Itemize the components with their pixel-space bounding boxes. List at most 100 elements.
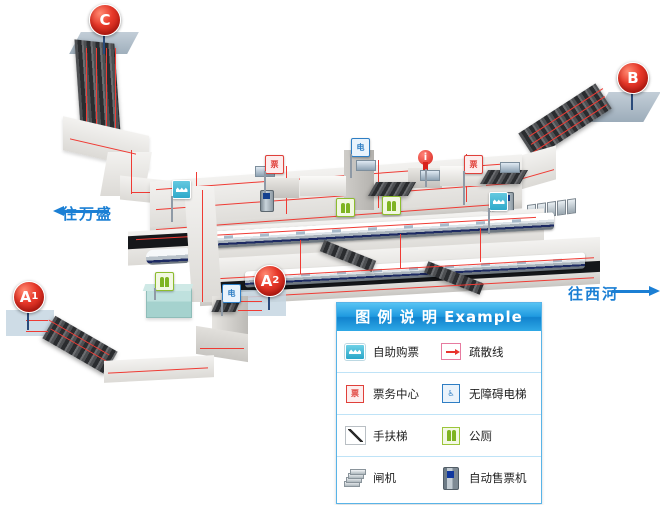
- ticket-vending-machine-icon: [439, 466, 463, 490]
- legend-row: 自助购票 疏散线: [337, 331, 541, 373]
- legend-panel: 图 例 说 明 Example 自助购票 疏散线 票 票务中心 ♿ 无障碍电梯: [336, 302, 542, 504]
- direction-label-west: 往万盛: [62, 205, 114, 223]
- info-icon: i: [418, 150, 433, 165]
- evac-arrow-a1-in-2: [26, 331, 48, 332]
- sign-post: [488, 208, 490, 234]
- evac-line-c-4: [115, 48, 116, 146]
- sign-post: [154, 288, 156, 300]
- toilet-icon: [155, 272, 174, 291]
- evac-arrow-a1-in-1: [26, 320, 48, 321]
- station-kiosk: [146, 288, 192, 318]
- arrow-left-icon: [53, 206, 109, 216]
- evac-arrow-a2-2: [238, 310, 262, 311]
- self-ticket-icon: [343, 341, 367, 363]
- accessible-elevator-icon: ♿: [439, 383, 463, 405]
- wayfinding-board-3: [420, 170, 440, 181]
- exit-marker-a1-sub: 1: [31, 291, 39, 302]
- evac-arrow-a2-1: [238, 301, 262, 302]
- info-icon-stand: [423, 162, 428, 170]
- ticket-office-icon: 票: [464, 155, 483, 174]
- exit-marker-a2-label: A: [260, 272, 273, 290]
- ticket-vending-machine-west[interactable]: [260, 190, 274, 212]
- sign-post: [350, 154, 352, 178]
- wayfinding-board-4: [500, 162, 520, 173]
- exit-marker-b[interactable]: B: [617, 62, 649, 94]
- legend-label: 公厕: [469, 428, 492, 443]
- exit-marker-b-label: B: [627, 69, 639, 87]
- train-window: [332, 229, 341, 233]
- legend-row: 手扶梯 公厕: [337, 415, 541, 457]
- legend-label: 手扶梯: [373, 428, 408, 443]
- evac-line-a2-corridor: [200, 348, 244, 349]
- legend-item-accessible-elevator[interactable]: ♿ 无障碍电梯: [439, 383, 535, 405]
- exit-marker-c[interactable]: C: [89, 4, 121, 36]
- legend-item-evacuation-line[interactable]: 疏散线: [439, 341, 535, 363]
- wayfinding-board-2: [356, 160, 376, 171]
- legend-row: 票 票务中心 ♿ 无障碍电梯: [337, 373, 541, 415]
- exit-marker-a2-sub: 2: [272, 275, 280, 286]
- fare-gate: [557, 199, 566, 216]
- escalator-to-platform-center: [367, 182, 417, 196]
- exit-marker-c-label: C: [99, 11, 111, 29]
- exit-b-marker-stem: [631, 84, 633, 110]
- train-window: [368, 227, 377, 231]
- evac-line-c-corridor-b: [131, 150, 132, 194]
- elevator-icon: 电: [351, 138, 370, 157]
- legend-item-ticket-vending-machine[interactable]: 自动售票机: [439, 466, 535, 490]
- toilet-icon: [382, 196, 401, 215]
- exit-marker-a1-label: A: [19, 288, 32, 306]
- evac-line-platform-v3: [480, 228, 481, 262]
- train-window: [440, 223, 449, 227]
- legend-item-fare-gate[interactable]: 闸机: [343, 467, 439, 489]
- evac-line-platform-v1: [300, 240, 301, 274]
- toilet-icon: [439, 425, 463, 447]
- fare-gate: [567, 198, 576, 215]
- train-window: [260, 233, 269, 237]
- train-window: [224, 235, 233, 239]
- ticket-office-icon: 票: [265, 155, 284, 174]
- legend-title: 图 例 说 明 Example: [337, 303, 541, 331]
- fare-gate-icon: [343, 467, 367, 489]
- evacuation-line-icon: [439, 341, 463, 363]
- train-front-west: [146, 247, 188, 266]
- legend-label: 自动售票机: [469, 471, 527, 485]
- evac-line-c-1: [86, 48, 87, 146]
- escalator-icon: [343, 425, 367, 447]
- legend-item-self-ticket[interactable]: 自助购票: [343, 341, 439, 363]
- evac-line-c-3: [106, 48, 107, 146]
- train-window: [512, 219, 521, 223]
- legend-item-ticket-office[interactable]: 票 票务中心: [343, 383, 439, 405]
- legend-label: 自助购票: [373, 344, 419, 359]
- legend-row: 闸机 自动售票机: [337, 457, 541, 499]
- elevator-icon: 电: [222, 284, 241, 303]
- self-ticket-icon: [172, 180, 191, 199]
- sign-info-center[interactable]: i: [418, 150, 433, 187]
- train-window: [476, 221, 485, 225]
- train-window: [404, 225, 413, 229]
- arrow-right-icon: [612, 286, 660, 296]
- ticket-office-icon: 票: [343, 383, 367, 405]
- self-ticket-icon: [489, 192, 508, 211]
- exit-c-marker-stem: [103, 26, 105, 54]
- sign-post: [264, 171, 266, 193]
- direction-label-east: 往西河: [568, 285, 620, 303]
- toilet-icon: [336, 198, 355, 217]
- legend-item-toilet[interactable]: 公厕: [439, 425, 535, 447]
- legend-label: 无障碍电梯: [469, 386, 527, 401]
- exit-a1-marker-stem: [27, 306, 29, 330]
- legend-label: 疏散线: [469, 344, 504, 359]
- sign-post: [171, 196, 173, 222]
- exit-a2-marker-stem: [268, 288, 270, 310]
- sign-post: [424, 169, 427, 187]
- legend-item-escalator[interactable]: 手扶梯: [343, 425, 439, 447]
- legend-label: 闸机: [373, 471, 396, 485]
- evac-line-c-2: [96, 48, 97, 146]
- stair-head-west: [300, 176, 346, 196]
- evac-line-vertical-corridor: [202, 190, 203, 302]
- sign-post: [221, 300, 223, 316]
- train-window: [296, 231, 305, 235]
- sign-post: [463, 171, 465, 205]
